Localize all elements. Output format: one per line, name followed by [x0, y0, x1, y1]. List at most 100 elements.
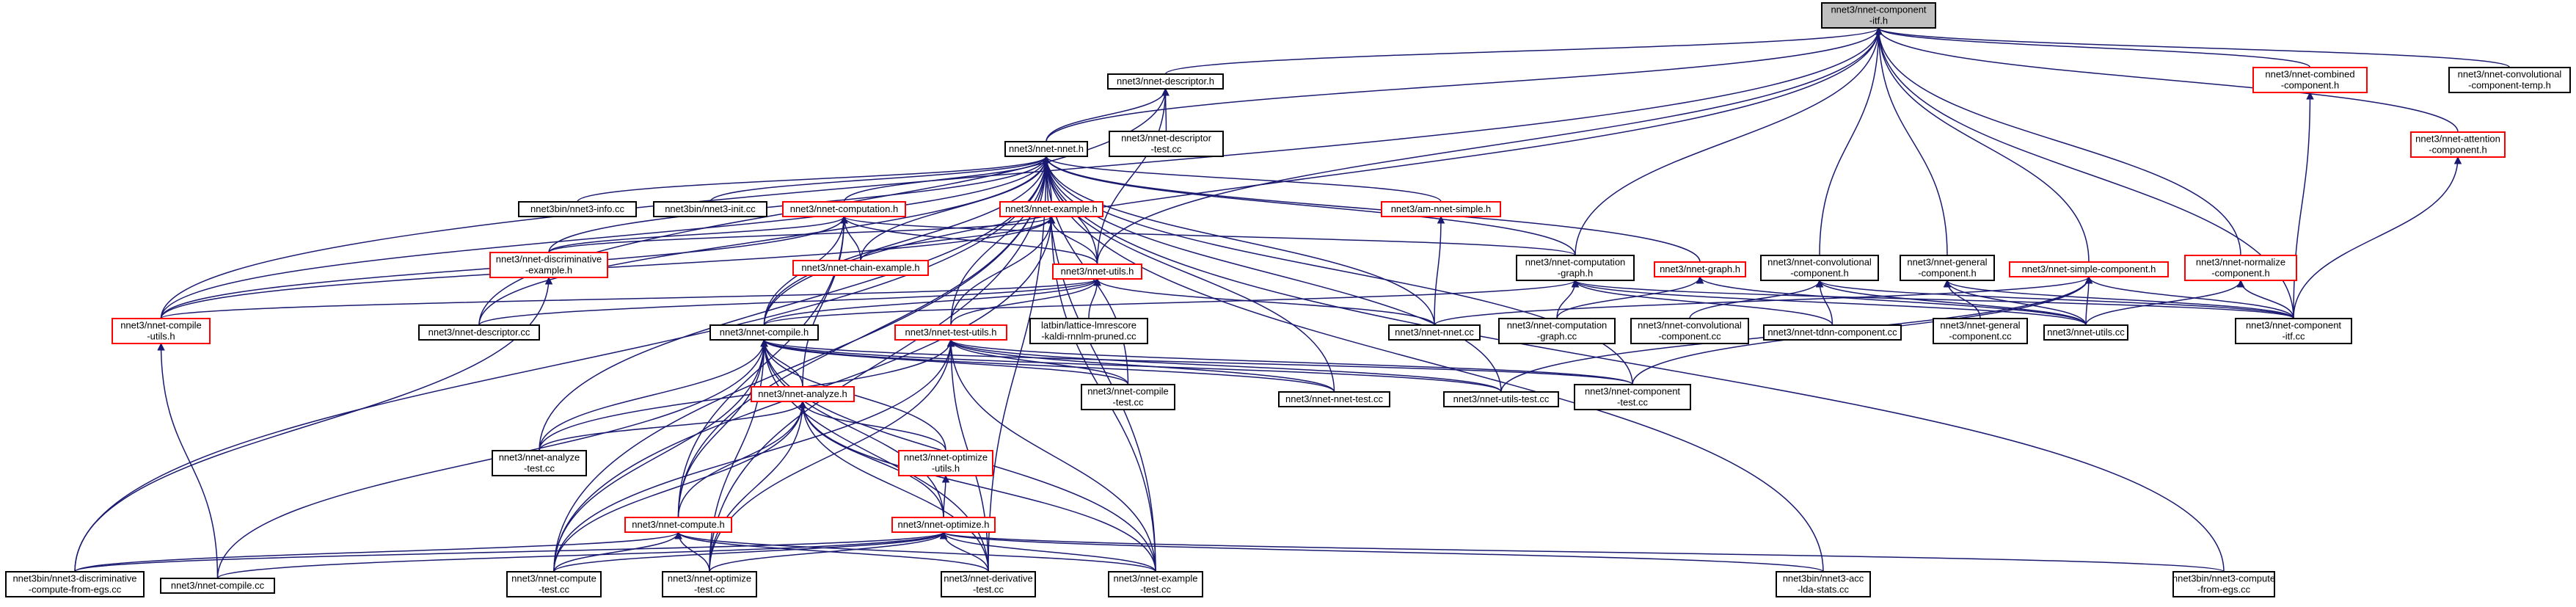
edge-utils_cc-to-graph_h [1696, 275, 2087, 326]
node-label: -component.h [1790, 268, 1849, 279]
node-lattice[interactable]: latbin/lattice-lmrescore-kaldi-rnnlm-pru… [1029, 318, 1148, 344]
node-box [891, 517, 996, 533]
node-label: nnet3/nnet-compile [120, 320, 202, 331]
edge-nnet_h-to-descriptor_h [1046, 87, 1170, 142]
node-compute_from_egs[interactable]: nnet3bin/nnet3-compute-from-egs.cc [2172, 571, 2275, 597]
node-box [2448, 67, 2571, 93]
node-compile_h[interactable]: nnet3/nnet-compile.h [709, 324, 819, 341]
node-derivative_test[interactable]: nnet3/nnet-derivative-test.cc [941, 571, 1036, 597]
node-component_test[interactable]: nnet3/nnet-component-test.cc [1574, 384, 1691, 410]
node-comp_graph_h[interactable]: nnet3/nnet-computation-graph.h [1516, 255, 1635, 281]
edge-compile_test-to-compile_h [760, 338, 1129, 385]
node-acc_lda[interactable]: nnet3bin/nnet3-acc-lda-stats.cc [1776, 571, 1871, 597]
node-label: -kaldi-rnnlm-pruned.cc [1041, 331, 1136, 342]
node-nnet3_init[interactable]: nnet3bin/nnet3-init.cc [653, 201, 767, 217]
edge-compile_test-to-test_utils [946, 338, 1129, 385]
node-label: nnet3/nnet-computation [1525, 257, 1626, 268]
node-box [2235, 318, 2352, 344]
node-discr_compute[interactable]: nnet3bin/nnet3-discriminative-compute-fr… [5, 571, 145, 597]
node-am_nnet_simple[interactable]: nnet3/am-nnet-simple.h [1381, 201, 1501, 217]
edge-compile_h-to-nnet_h [763, 155, 1051, 326]
node-label: -component-temp.h [2468, 80, 2551, 91]
edge-utils_h-to-descriptor_h [1096, 87, 1170, 265]
node-comp_graph_cc[interactable]: nnet3/nnet-computation-graph.cc [1498, 318, 1616, 344]
node-compute_test[interactable]: nnet3/nnet-compute-test.cc [506, 571, 602, 597]
node-conv_comp_h[interactable]: nnet3/nnet-convolutional-component.h [1760, 255, 1879, 281]
node-compile_utils[interactable]: nnet3/nnet-compile-utils.h [112, 318, 211, 344]
node-simple_comp[interactable]: nnet3/nnet-simple-component.h [2009, 261, 2169, 277]
node-test_utils[interactable]: nnet3/nnet-test-utils.h [894, 324, 1007, 341]
node-box [2184, 255, 2297, 281]
edge-example_test-to-nnet_h [1042, 155, 1156, 573]
node-box [1516, 255, 1635, 281]
edge-test_utils-to-example_h [950, 215, 1056, 326]
edge-nnet_test-to-nnet_h [1042, 155, 1335, 393]
node-example_test[interactable]: nnet3/nnet-example-test.cc [1108, 571, 1203, 597]
node-utils_cc[interactable]: nnet3/nnet-utils.cc [2043, 324, 2128, 341]
edge-descriptor_cc-to-utils_h [478, 277, 1101, 326]
edge-compute_test-to-test_utils [553, 338, 955, 573]
node-compile_cc[interactable]: nnet3/nnet-compile.cc [160, 578, 275, 594]
edge-compute_from_egs-to-optimize_h [940, 531, 2225, 573]
node-conv_comp_cc[interactable]: nnet3/nnet-convolutional-component.cc [1630, 318, 1749, 344]
node-nnet_test[interactable]: nnet3/nnet-nnet-test.cc [1278, 391, 1390, 407]
node-optimize_test[interactable]: nnet3/nnet-optimize-test.cc [662, 571, 757, 597]
edge-compute_test-to-optimize_h [553, 531, 948, 573]
edge-derivative_test-to-compute_h [674, 531, 989, 573]
node-label: -utils.h [147, 331, 175, 342]
node-optimize_utils[interactable]: nnet3/nnet-optimize-utils.h [898, 450, 993, 476]
node-general_cc[interactable]: nnet3/nnet-general-component.cc [1933, 318, 2028, 344]
node-computation_h[interactable]: nnet3/nnet-computation.h [782, 201, 906, 217]
node-label: nnet3/nnet-nnet.cc [1395, 327, 1474, 338]
node-conv_temp[interactable]: nnet3/nnet-convolutional-component-temp.… [2448, 67, 2571, 93]
edge-optimize_utils-to-compile_h [760, 338, 946, 451]
node-nnet_nnet_cc[interactable]: nnet3/nnet-nnet.cc [1388, 324, 1481, 341]
node-comp_itf_cc[interactable]: nnet3/nnet-component-itf.cc [2235, 318, 2352, 344]
node-label: nnet3bin/nnet3-compute [2172, 573, 2275, 584]
node-label: -component.h [1918, 268, 1977, 279]
node-analyze_h[interactable]: nnet3/nnet-analyze.h [751, 386, 855, 402]
node-utils_test[interactable]: nnet3/nnet-utils-test.cc [1443, 391, 1559, 407]
node-box [1004, 141, 1088, 157]
node-nnet_h[interactable]: nnet3/nnet-nnet.h [1004, 141, 1088, 157]
node-box [2009, 261, 2169, 277]
node-discriminative[interactable]: nnet3/nnet-discriminative-example.h [489, 252, 608, 278]
node-box [160, 578, 275, 594]
node-box [1630, 318, 1749, 344]
node-nnet3_info[interactable]: nnet3bin/nnet3-info.cc [518, 201, 637, 217]
node-combined[interactable]: nnet3/nnet-combined-component.h [2252, 67, 2368, 93]
edge-comp_itf_cc-to-attention [2293, 156, 2462, 319]
node-label: -graph.cc [1537, 331, 1577, 342]
node-tdnn[interactable]: nnet3/nnet-tdnn-component.cc [1763, 324, 1902, 341]
node-label: nnet3/am-nnet-simple.h [1391, 203, 1492, 214]
node-box [1109, 131, 1224, 157]
edge-nnet_nnet_cc-to-utils_h [1093, 277, 1435, 326]
node-label: -itf.cc [2282, 331, 2305, 342]
node-analyze_test[interactable]: nnet3/nnet-analyze-test.cc [492, 450, 587, 476]
node-label: -lda-stats.cc [1798, 584, 1850, 595]
node-utils_h[interactable]: nnet3/nnet-utils.h [1052, 263, 1142, 280]
node-label: nnet3/nnet-simple-component.h [2022, 263, 2156, 275]
node-root[interactable]: nnet3/nnet-component-itf.h [1821, 2, 1936, 29]
node-box [2410, 131, 2506, 158]
node-normalize[interactable]: nnet3/nnet-normalize-component.h [2184, 255, 2297, 281]
edge-comp_itf_cc-to-comp_graph_h [1572, 279, 2294, 319]
node-label: nnet3/nnet-discriminative [496, 254, 602, 265]
edge-utils_cc-to-normalize [2085, 279, 2245, 326]
node-label: -test.cc [1617, 397, 1648, 408]
node-example_h[interactable]: nnet3/nnet-example.h [999, 201, 1103, 217]
node-graph_h[interactable]: nnet3/nnet-graph.h [1654, 261, 1746, 277]
node-label: nnet3/nnet-analyze.h [758, 388, 847, 399]
node-label: nnet3/nnet-nnet-test.cc [1285, 393, 1383, 404]
node-compile_test[interactable]: nnet3/nnet-compile-test.cc [1081, 384, 1175, 410]
node-chain_example[interactable]: nnet3/nnet-chain-example.h [792, 260, 929, 276]
node-optimize_h[interactable]: nnet3/nnet-optimize.h [891, 517, 996, 533]
node-descriptor_h[interactable]: nnet3/nnet-descriptor.h [1107, 73, 1224, 90]
node-general_h[interactable]: nnet3/nnet-general-component.h [1900, 255, 1995, 281]
edge-example_test-to-optimize_h [939, 531, 1156, 573]
node-descriptor_test[interactable]: nnet3/nnet-descriptor-test.cc [1109, 131, 1224, 157]
node-attention[interactable]: nnet3/nnet-attention-component.h [2410, 131, 2506, 158]
node-compute_h[interactable]: nnet3/nnet-compute.h [624, 517, 732, 533]
node-descriptor_cc[interactable]: nnet3/nnet-descriptor.cc [418, 324, 540, 341]
node-label: nnet3/nnet-optimize.h [897, 519, 989, 530]
